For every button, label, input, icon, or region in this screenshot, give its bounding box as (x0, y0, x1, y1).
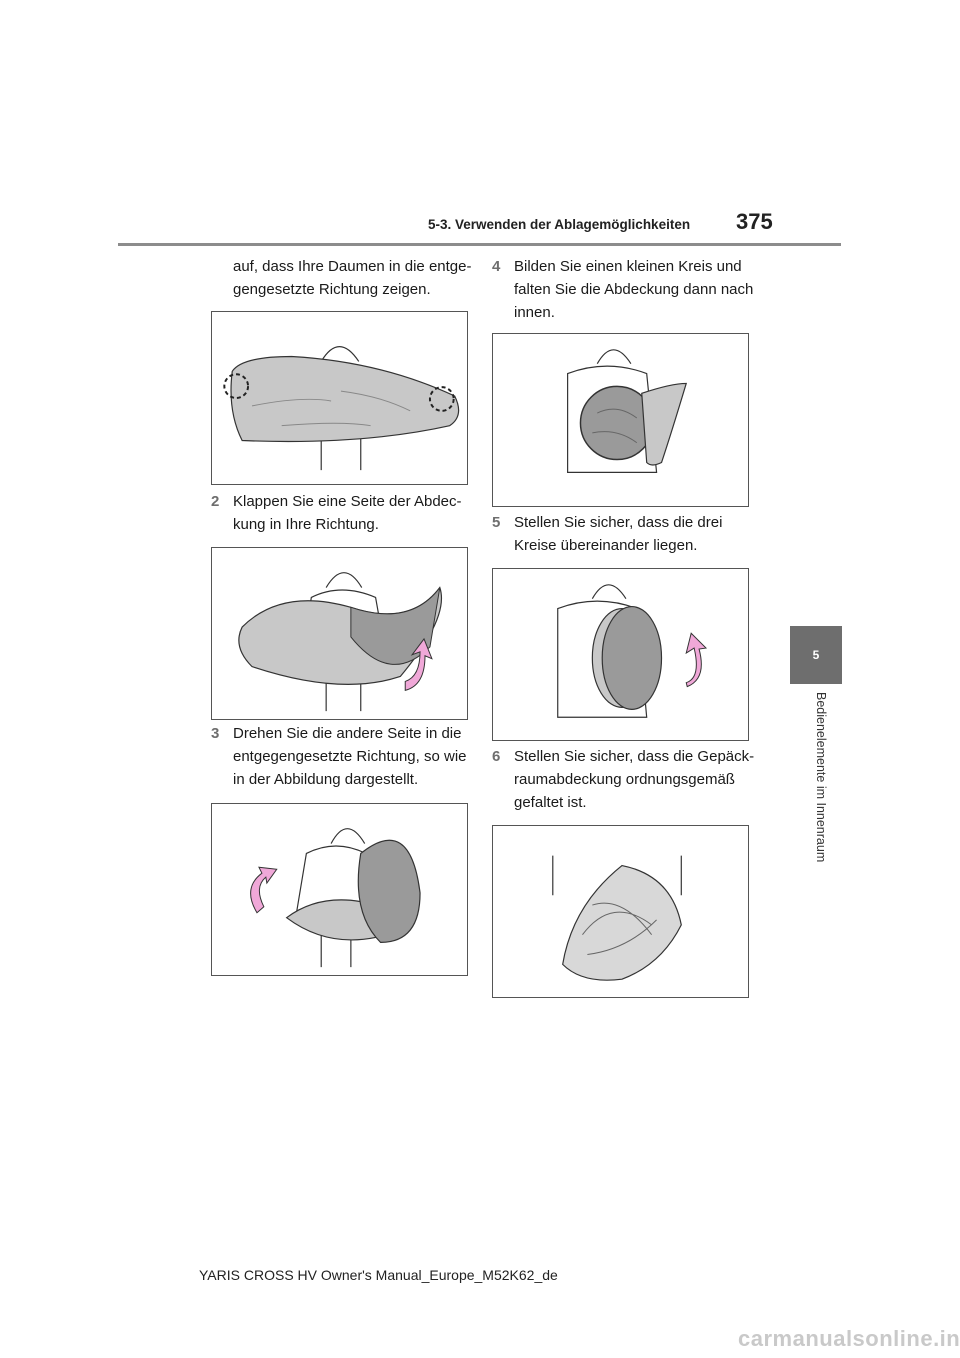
step-6: 6 Stellen Sie sicher, dass die Gepäck- r… (492, 745, 762, 814)
illustration-svg (223, 346, 460, 471)
step-line: Kreise übereinander liegen. (514, 537, 698, 554)
step-line: raumabdeckung ordnungsgemäß (514, 771, 735, 788)
step-number: 3 (211, 725, 220, 742)
chapter-tab: 5 (790, 626, 842, 684)
illustration-svg (557, 584, 708, 718)
step-2: 2 Klappen Sie eine Seite der Abdec- kung… (211, 490, 471, 536)
step-number: 6 (492, 748, 501, 765)
step-5: 5 Stellen Sie sicher, dass die drei Krei… (492, 511, 762, 557)
illustration-step6 (492, 825, 749, 998)
manual-footer: YARIS CROSS HV Owner's Manual_Europe_M52… (199, 1267, 558, 1283)
section-title: 5-3. Verwenden der Ablagemöglichkeiten (428, 217, 691, 232)
step-line: kung in Ihre Richtung. (233, 516, 379, 533)
step-4: 4 Bilden Sie einen kleinen Kreis und fal… (492, 255, 762, 324)
step-line: falten Sie die Abdeckung dann nach (514, 281, 754, 298)
step-line: gefaltet ist. (514, 794, 587, 811)
illustration-svg (567, 349, 688, 473)
illustration-svg (250, 828, 421, 968)
step-line: innen. (514, 304, 555, 321)
step-line: entgegengesetzte Richtung, so wie (233, 748, 467, 765)
step-number: 2 (211, 493, 220, 510)
step-number: 5 (492, 514, 501, 531)
step-3: 3 Drehen Sie die andere Seite in die ent… (211, 722, 471, 791)
illustration-svg (552, 855, 682, 981)
step-line: Stellen Sie sicher, dass die drei (514, 514, 723, 531)
illustration-step1 (211, 311, 468, 485)
step-line: Bilden Sie einen kleinen Kreis und (514, 258, 742, 275)
step-number: 4 (492, 258, 501, 275)
site-watermark: carmanualsonline.info (738, 1326, 960, 1351)
illustration-svg (238, 572, 443, 712)
intro-text: auf, dass Ihre Daumen in die entge- geng… (233, 255, 471, 301)
page-number: 375 (736, 209, 773, 234)
illustration-step4 (492, 333, 749, 507)
step-line: Drehen Sie die andere Seite in die (233, 725, 462, 742)
intro-line: gengesetzte Richtung zeigen. (233, 281, 431, 298)
illustration-step3 (211, 803, 468, 976)
step-line: Klappen Sie eine Seite der Abdec- (233, 493, 462, 510)
step-line: Stellen Sie sicher, dass die Gepäck- (514, 748, 755, 765)
step-line: in der Abbildung dargestellt. (233, 771, 419, 788)
header-divider (118, 243, 841, 246)
illustration-step2 (211, 547, 468, 720)
illustration-step5 (492, 568, 749, 741)
intro-line: auf, dass Ihre Daumen in die entge- (233, 258, 472, 275)
chapter-label: Bedienelemente im Innenraum (814, 692, 828, 863)
